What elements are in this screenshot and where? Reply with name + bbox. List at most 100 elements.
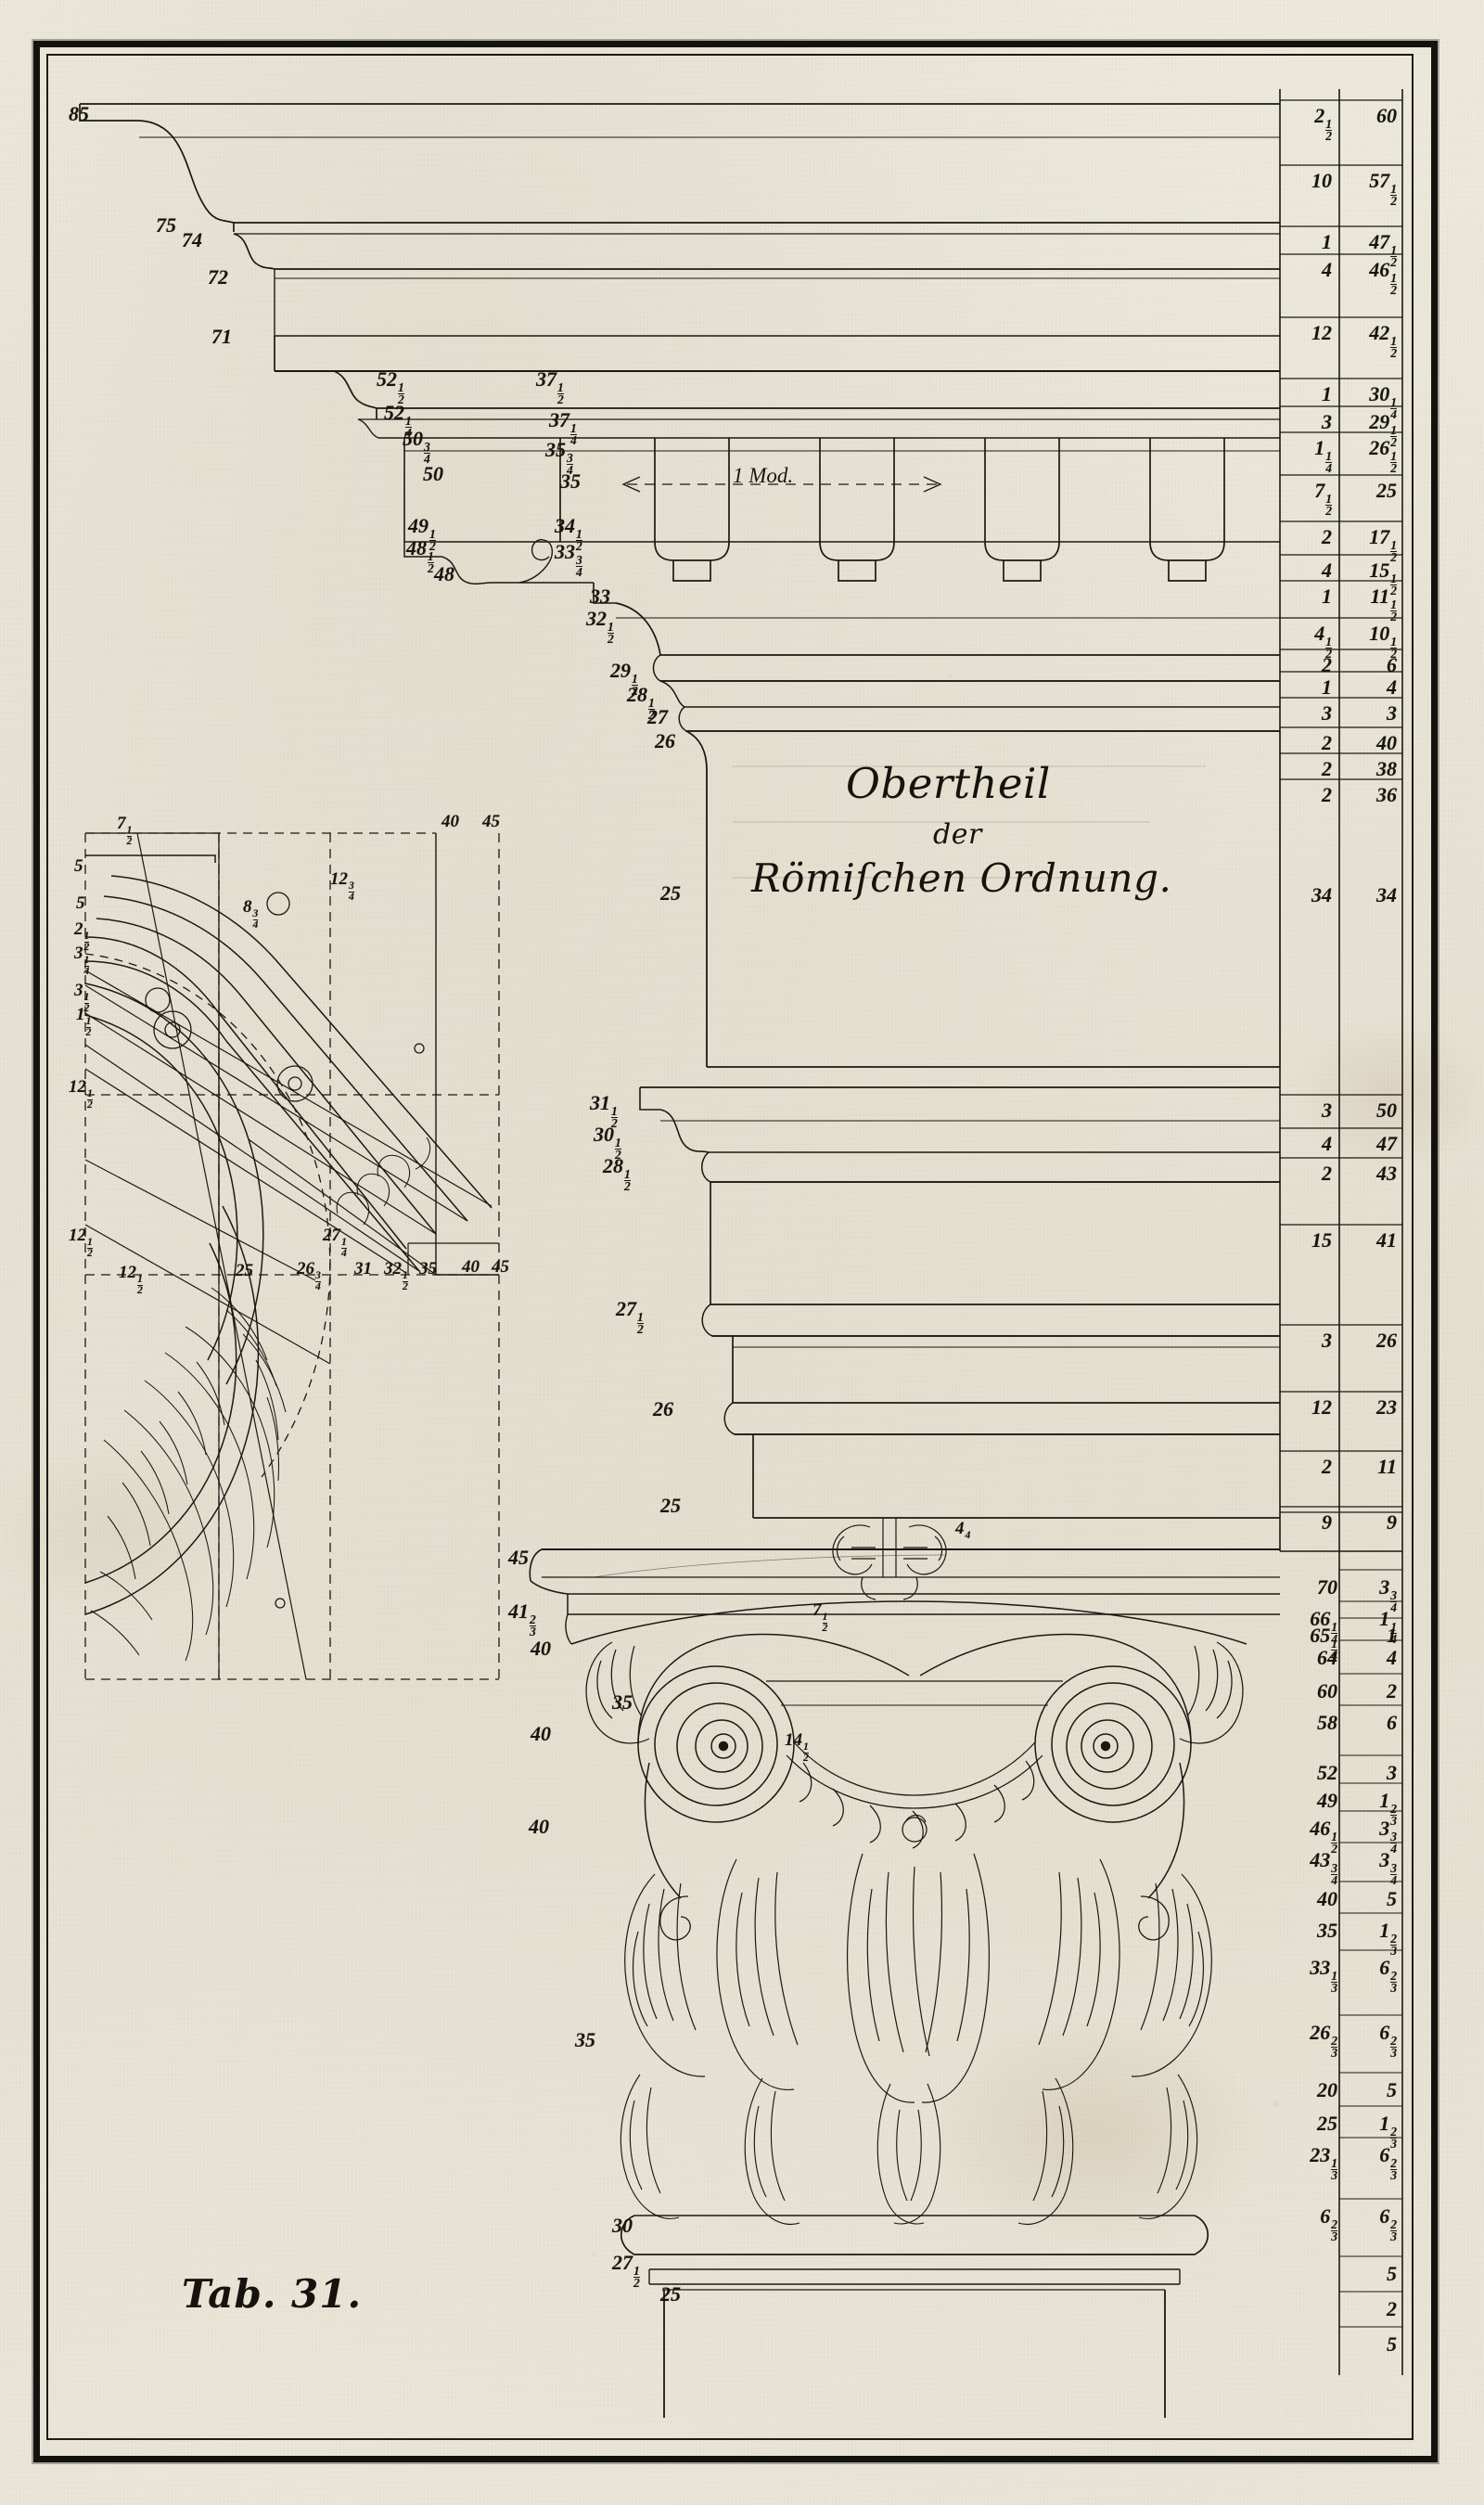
measure-part-value: 6 <box>1387 1711 1397 1734</box>
frieze-dimension-label: 33 <box>590 584 610 608</box>
capital-dimension-label: 40 <box>531 1637 551 1660</box>
measure-part-value: 4 <box>1322 559 1332 582</box>
module-dimension-label: 1 Mod. <box>733 464 794 487</box>
measure-part-value: 2 <box>1387 2297 1397 2320</box>
measure-total-value: 11 <box>1377 1455 1397 1478</box>
measure-part-value: 3 <box>1322 410 1332 433</box>
measure-part-value: 2 <box>1322 1162 1332 1185</box>
measure-total-value: 6 <box>1387 653 1397 676</box>
plan-dimension-label: 45 <box>482 812 500 831</box>
measure-total-value: 43 <box>1376 1162 1397 1185</box>
plan-dimension-label: 25 <box>236 1261 253 1280</box>
measure-total-value: 50 <box>1376 1098 1397 1122</box>
measure-part-value: 2 <box>1322 1455 1332 1478</box>
measure-part-value: 10 <box>1311 169 1332 192</box>
cornice-dimension-label: 75 <box>156 213 176 237</box>
capital-dimension-label: 40 <box>529 1815 549 1838</box>
measure-part-value: 5 <box>1387 2078 1397 2101</box>
measure-part-value: 2 <box>1322 783 1332 806</box>
frieze-dimension-label: 25 <box>660 881 681 905</box>
capital-dimension-label: 30 <box>612 2214 633 2237</box>
measure-part-value: 1 <box>1322 230 1332 253</box>
measure-part-value: 34 <box>1311 883 1332 906</box>
cornice-dimension-label: 71 <box>211 325 232 348</box>
measure-height-value: 64 <box>1317 1646 1337 1669</box>
measure-height-value: 52 <box>1317 1761 1337 1784</box>
measure-part-value: 4 <box>1322 1132 1332 1155</box>
measure-total-value: 25 <box>1376 479 1397 502</box>
plate-border-inner <box>46 54 1414 2440</box>
capital-dimension-label: 25 <box>660 2282 681 2306</box>
measure-part-value: 1 <box>1322 675 1332 699</box>
architrave-dimension-label: 26 <box>653 1397 673 1420</box>
measure-height-value: 40 <box>1317 1887 1337 1910</box>
architrave-dimension-label: 25 <box>660 1494 681 1517</box>
measure-total-value: 41 <box>1376 1228 1397 1252</box>
plan-dimension-label: 5 <box>74 856 83 876</box>
capital-dimension-label: 35 <box>612 1690 633 1714</box>
bedmould-dimension-label: 35 <box>560 469 581 493</box>
measure-part-value: 2 <box>1322 731 1332 754</box>
measure-height-value: 25 <box>1317 2112 1337 2135</box>
plate-number-label: Tab. 31. <box>182 2271 363 2317</box>
measure-total-value: 9 <box>1387 1510 1397 1534</box>
measure-total-value: 26 <box>1376 1329 1397 1352</box>
measure-part-value: 3 <box>1322 1098 1332 1122</box>
plan-dimension-label: 35 <box>419 1259 437 1278</box>
measure-part-value: 9 <box>1322 1510 1332 1534</box>
plate-title-line-3: Römiſchen Ordnung. <box>751 855 1172 901</box>
frieze-dimension-label: 26 <box>655 729 675 752</box>
measure-part-value: 2 <box>1387 1679 1397 1702</box>
measure-total-value: 3 <box>1387 701 1397 725</box>
measure-height-value: 20 <box>1317 2078 1337 2101</box>
measure-part-value: 1 <box>1322 584 1332 608</box>
plan-dimension-label: 40 <box>462 1257 480 1277</box>
measure-height-value: 60 <box>1317 1679 1337 1702</box>
measure-part-value: 2 <box>1322 757 1332 780</box>
measure-height-value: 70 <box>1317 1575 1337 1599</box>
capital-dimension-label: 45 <box>508 1546 529 1569</box>
capital-dimension-label: 40 <box>531 1722 551 1745</box>
measure-part-value: 12 <box>1311 1395 1332 1419</box>
measure-part-value: 3 <box>1387 1761 1397 1784</box>
